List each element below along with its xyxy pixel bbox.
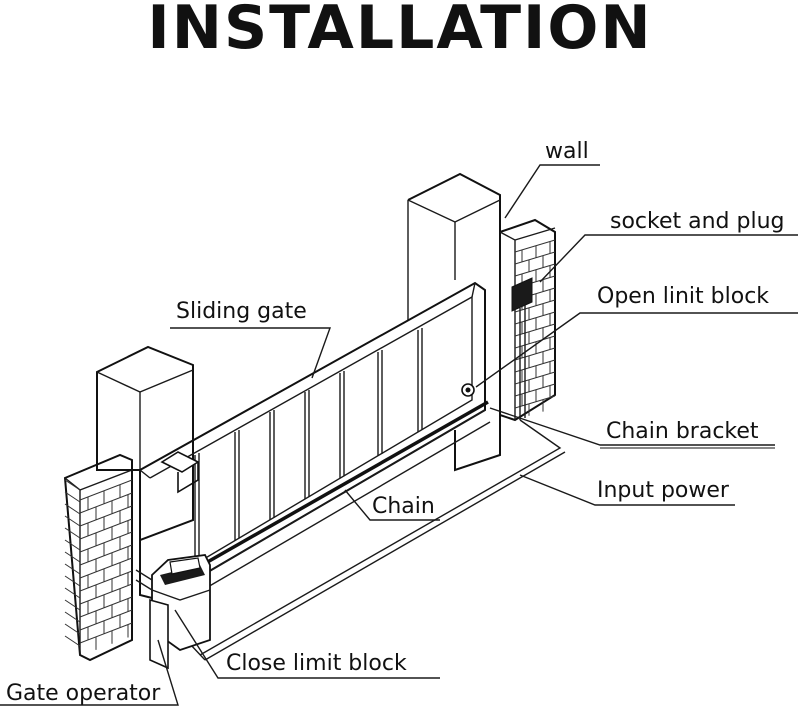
left-brick-wall <box>63 453 133 662</box>
label-chain-bracket: Chain bracket <box>606 419 759 444</box>
gate-operator-motor <box>135 554 211 670</box>
label-open-limit-block: Open linit block <box>597 284 769 309</box>
label-close-limit-block: Close limit block <box>226 651 407 676</box>
left-pillar <box>96 345 194 542</box>
label-socket-and-plug: socket and plug <box>610 209 785 234</box>
right-brick-wall <box>499 218 556 422</box>
close-limit-bracket <box>160 451 200 494</box>
label-input-power: Input power <box>597 478 730 503</box>
page-title: INSTALLATION <box>147 0 653 63</box>
label-gate-operator: Gate operator <box>6 681 161 706</box>
sliding-gate <box>139 281 491 613</box>
label-sliding-gate: Sliding gate <box>176 299 307 324</box>
label-chain: Chain <box>372 494 435 519</box>
open-limit-block-shape <box>461 383 475 397</box>
leader-lines <box>0 164 798 706</box>
ground-rail <box>174 419 566 661</box>
chain <box>189 400 489 574</box>
label-wall: wall <box>545 139 589 164</box>
socket-box <box>511 277 533 420</box>
